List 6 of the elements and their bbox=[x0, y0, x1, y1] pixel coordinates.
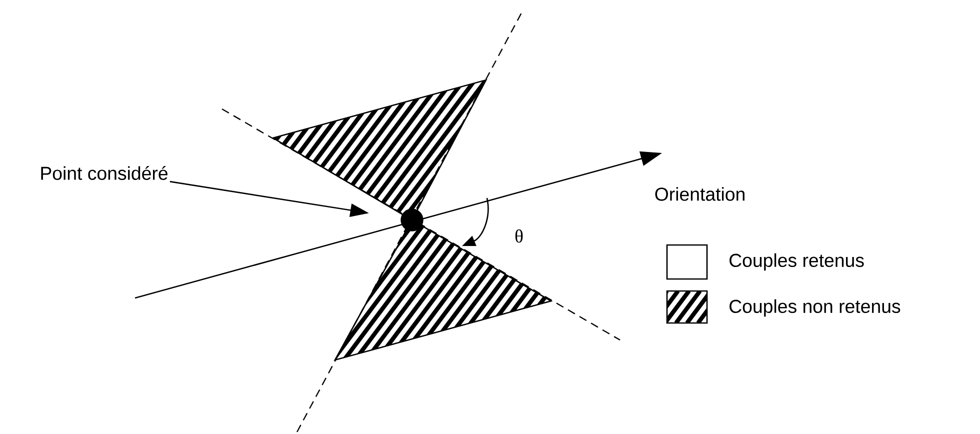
legend-label: Couples non retenus bbox=[730, 299, 900, 317]
angle-label: θ bbox=[515, 229, 523, 243]
legend-label: Couples retenus bbox=[730, 253, 864, 271]
axis-label: Orientation bbox=[655, 187, 744, 201]
point-marker bbox=[400, 208, 424, 232]
point-label: Point considéré bbox=[41, 166, 168, 180]
